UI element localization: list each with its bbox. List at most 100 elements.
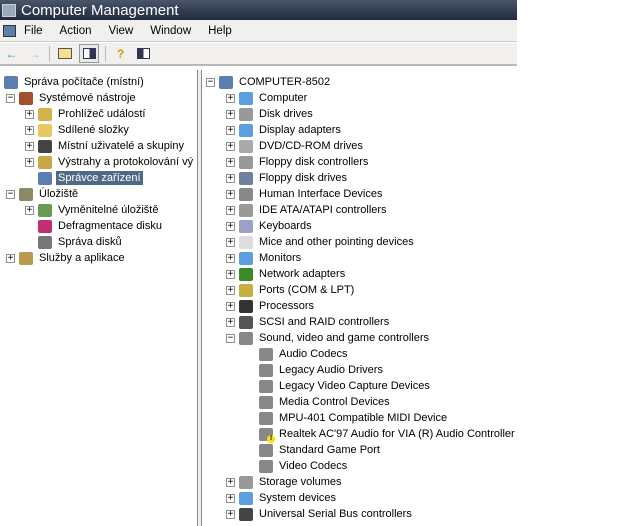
expand-toggle[interactable]: + xyxy=(226,236,235,247)
tree-item-label: Ports (COM & LPT) xyxy=(259,284,355,296)
tree-item[interactable]: +Vyměnitelné úložiště xyxy=(25,202,160,218)
collapse-toggle[interactable]: − xyxy=(226,332,235,343)
tree-item-label: Správa počítače (místní) xyxy=(24,76,144,88)
services-icon xyxy=(19,251,33,265)
tree-item[interactable]: +Místní uživatelé a skupiny xyxy=(25,138,186,154)
tree-item[interactable]: +Universal Serial Bus controllers xyxy=(226,506,414,522)
tree-item[interactable]: +Processors xyxy=(226,298,316,314)
expand-toggle[interactable]: + xyxy=(25,108,34,119)
expand-toggle[interactable]: + xyxy=(25,124,34,135)
sound-icon xyxy=(259,379,273,393)
console-tree-pane[interactable]: Správa počítače (místní) −Systémové nástr… xyxy=(0,70,198,526)
tree-item[interactable]: Media Control Devices xyxy=(246,394,392,410)
tree-item-label: MPU-401 Compatible MIDI Device xyxy=(279,412,448,424)
tree-item[interactable]: + Floppy disk controllers xyxy=(226,154,370,170)
expand-toggle[interactable]: + xyxy=(25,140,34,151)
tree-item-label: Floppy disk controllers xyxy=(259,156,369,168)
expand-toggle[interactable]: + xyxy=(25,204,34,215)
tree-item[interactable]: +Výstrahy a protokolování vý xyxy=(25,154,195,170)
sound-warning-icon xyxy=(259,427,275,443)
expand-toggle[interactable]: + xyxy=(226,124,235,135)
collapse-toggle[interactable]: − xyxy=(206,76,215,87)
expand-toggle[interactable]: + xyxy=(226,188,235,199)
expand-toggle[interactable]: + xyxy=(226,476,235,487)
expand-toggle[interactable]: + xyxy=(226,300,235,311)
tree-item[interactable]: +Display adapters xyxy=(226,122,343,138)
tree-item[interactable]: Standard Game Port xyxy=(246,442,382,458)
tree-item[interactable]: −COMPUTER-8502 xyxy=(206,74,332,90)
tree-item[interactable]: +DVD/CD-ROM drives xyxy=(226,138,365,154)
tree-item[interactable]: +Human Interface Devices xyxy=(226,186,385,202)
system-menu-icon[interactable] xyxy=(3,24,16,37)
tree-item-label: Sdílené složky xyxy=(58,124,129,136)
tree-item[interactable]: −Sound, video and game controllers xyxy=(226,330,431,346)
expand-toggle[interactable]: + xyxy=(226,508,235,519)
expand-toggle[interactable]: + xyxy=(226,252,235,263)
expand-toggle[interactable]: + xyxy=(6,252,15,263)
help-icon[interactable]: ? xyxy=(116,46,125,61)
tree-item-label: IDE ATA/ATAPI controllers xyxy=(259,204,387,216)
controller-icon xyxy=(239,203,253,217)
device-manager-icon xyxy=(38,171,52,185)
expand-toggle[interactable]: + xyxy=(226,172,235,183)
tree-item[interactable]: +SCSI and RAID controllers xyxy=(226,314,391,330)
expand-toggle[interactable]: + xyxy=(25,156,34,167)
tree-item[interactable]: +Prohlížeč událostí xyxy=(25,106,147,122)
expand-toggle[interactable]: + xyxy=(226,220,235,231)
tree-item[interactable]: + IDE ATA/ATAPI controllers xyxy=(226,202,389,218)
tree-item-label: Network adapters xyxy=(259,268,346,280)
tree-item[interactable]: + Ports (COM & LPT) xyxy=(226,282,356,298)
tree-item[interactable]: Legacy Video Capture Devices xyxy=(246,378,432,394)
expand-toggle[interactable]: + xyxy=(226,316,235,327)
expand-toggle[interactable]: + xyxy=(226,284,235,295)
back-arrow-icon[interactable]: ← xyxy=(5,46,18,61)
toolbar-separator xyxy=(49,45,50,62)
tree-item[interactable]: +Storage volumes xyxy=(226,474,344,490)
tree-item[interactable]: Správce zařízení xyxy=(25,170,143,186)
tree-item[interactable]: +Mice and other pointing devices xyxy=(226,234,416,250)
expand-toggle[interactable]: + xyxy=(226,204,235,215)
collapse-toggle[interactable]: − xyxy=(6,188,15,199)
tree-item[interactable]: Legacy Audio Drivers xyxy=(246,362,385,378)
sound-icon xyxy=(259,459,273,473)
pane-splitter[interactable] xyxy=(198,70,201,526)
tree-item[interactable]: Realtek AC'97 Audio for VIA (R) Audio Co… xyxy=(246,426,517,443)
expand-toggle[interactable]: + xyxy=(226,108,235,119)
menu-view[interactable]: View xyxy=(108,24,134,37)
window-title: Computer Management xyxy=(21,1,179,19)
tree-item[interactable]: +Monitors xyxy=(226,250,303,266)
tree-item[interactable]: +Keyboards xyxy=(226,218,314,234)
show-hide-tree-icon[interactable] xyxy=(79,44,99,63)
tree-item[interactable]: + Network adapters xyxy=(226,266,347,282)
expand-toggle[interactable]: + xyxy=(226,156,235,167)
device-tree-pane[interactable]: −COMPUTER-8502+Computer+Disk drives+Disp… xyxy=(201,70,640,526)
tree-item[interactable]: Video Codecs xyxy=(246,458,349,474)
tree-item[interactable]: + Sdílené složky xyxy=(25,122,131,138)
menu-help[interactable]: Help xyxy=(208,24,232,37)
defrag-icon xyxy=(38,219,52,233)
tree-item[interactable]: −Úložiště xyxy=(6,186,80,202)
tree-item[interactable]: Defragmentace disku xyxy=(25,218,164,234)
tree-item[interactable]: +Disk drives xyxy=(226,106,315,122)
tree-item[interactable]: −Systémové nástroje xyxy=(6,90,138,106)
tree-item[interactable]: +Floppy disk drives xyxy=(226,170,349,186)
up-folder-icon[interactable] xyxy=(56,46,73,62)
menu-window[interactable]: Window xyxy=(150,24,192,37)
menu-action[interactable]: Action xyxy=(59,24,92,37)
tree-item[interactable]: Správa disků xyxy=(25,234,124,250)
tree-item[interactable]: Audio Codecs xyxy=(246,346,350,362)
collapse-toggle[interactable]: − xyxy=(6,92,15,103)
tree-item[interactable]: +Computer xyxy=(226,90,309,106)
expand-toggle[interactable]: + xyxy=(226,492,235,503)
tree-item[interactable]: MPU-401 Compatible MIDI Device xyxy=(246,410,449,426)
tree-item[interactable]: Správa počítače (místní) xyxy=(4,74,146,90)
expand-toggle[interactable]: + xyxy=(226,268,235,279)
forward-arrow-icon[interactable]: → xyxy=(28,46,41,61)
menu-file[interactable]: File xyxy=(24,24,43,37)
expand-toggle[interactable]: + xyxy=(226,140,235,151)
expand-toggle[interactable]: + xyxy=(226,92,235,103)
tree-item[interactable]: +Služby a aplikace xyxy=(6,250,127,266)
tree-item[interactable]: +System devices xyxy=(226,490,338,506)
show-hide-action-pane-icon[interactable] xyxy=(135,46,152,62)
sound-icon xyxy=(239,331,253,345)
